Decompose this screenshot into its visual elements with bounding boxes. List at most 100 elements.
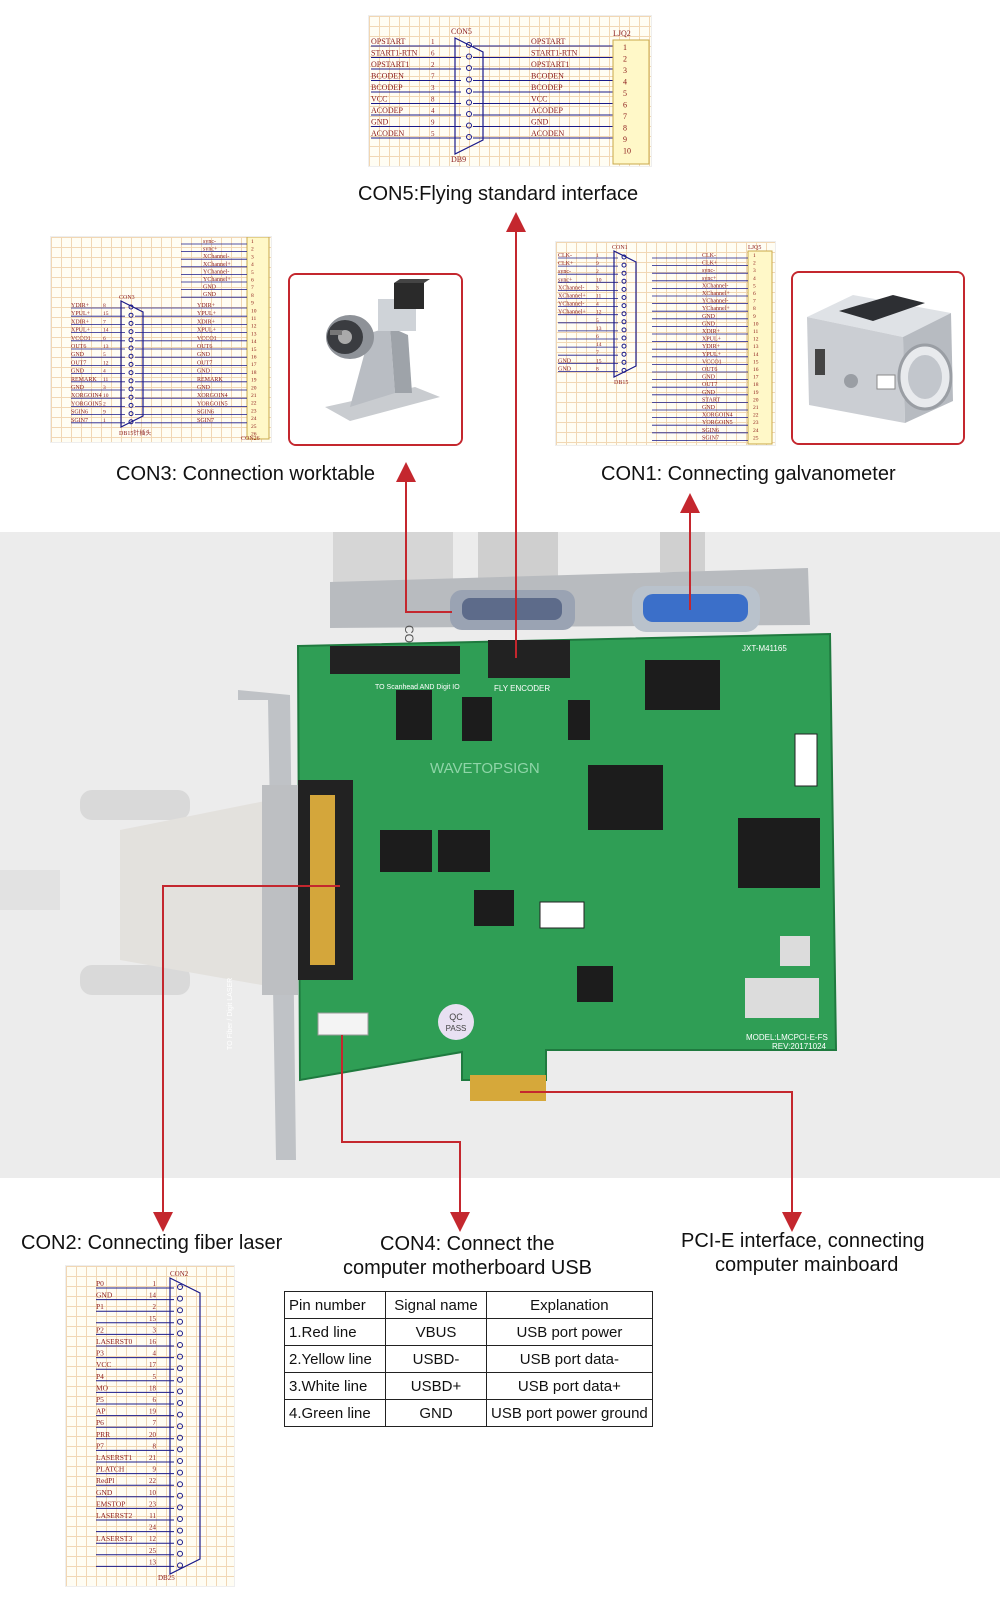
signal-label: VCCO1: [702, 359, 722, 365]
galvanometer-image: [793, 273, 963, 443]
header-pin: 16: [753, 367, 759, 373]
arrow-pcie: [520, 1091, 802, 1232]
pin-circle: [177, 1516, 183, 1522]
signal-label: GND: [203, 285, 217, 291]
explanation-cell: USB port data+: [486, 1372, 653, 1400]
header-pin: 20: [251, 385, 257, 391]
pin-cell: 3.White line: [284, 1372, 386, 1400]
pin-circle: [177, 1423, 183, 1430]
signal-label: YChannel-: [558, 302, 584, 308]
pin-number: 3: [596, 285, 599, 291]
pin-circle: [177, 1365, 183, 1372]
pin-circle: [128, 337, 134, 343]
signal-label: ACODEP: [531, 106, 564, 115]
pin-number: 13: [149, 1558, 157, 1566]
signal-label: SGIN6: [197, 410, 214, 416]
ribbon-cable-right: [660, 532, 705, 572]
pin-number: 8: [596, 366, 599, 372]
header-pin: 24: [753, 428, 759, 434]
signal-label: OUT7: [197, 360, 212, 366]
header-pin: 21: [251, 393, 257, 399]
pin-circle: [621, 319, 627, 325]
signal-label: GND: [71, 385, 85, 391]
explanation-cell: USB port power: [486, 1318, 653, 1346]
pin-circle: [621, 286, 627, 292]
header-pin: 8: [623, 124, 627, 133]
connector-title: CON1: [612, 245, 628, 251]
galvanometer-photo: [791, 271, 965, 445]
pin-number: 18: [149, 1384, 157, 1392]
header-pin: 22: [753, 413, 759, 419]
pin-circle: [466, 122, 472, 129]
signal-label: P5: [96, 1395, 104, 1404]
connector-type: DB15: [614, 380, 628, 386]
pin-circle: [466, 88, 472, 94]
table-row: 1.Red line VBUS USB port power: [284, 1318, 653, 1346]
header-pin: 11: [753, 329, 759, 335]
signal-cell: USBD-: [385, 1345, 487, 1373]
pin-circle: [128, 386, 134, 392]
signal-label: CLK+: [702, 261, 718, 267]
pin-number: 4: [596, 302, 599, 308]
signal-label: SGIN6: [71, 410, 88, 416]
signal-label: VCC: [371, 95, 387, 104]
signal-label: OUT7: [71, 360, 86, 366]
signal-label: START1-RTN: [371, 49, 418, 58]
signal-label: P2: [96, 1325, 104, 1334]
ribbon-header-scanhead: [330, 646, 460, 674]
signal-label: BCODEP: [531, 83, 563, 92]
signal-label: LASERST2: [96, 1511, 133, 1520]
signal-label: EMSTOP: [96, 1499, 125, 1508]
usb-pin-table: Pin number Signal name Explanation 1.Red…: [284, 1291, 653, 1427]
signal-label: CLK-: [558, 253, 572, 259]
pin-circle: [128, 329, 134, 335]
header-pin: 3: [623, 66, 627, 75]
pin-number: 7: [431, 73, 435, 81]
header-pin: 5: [753, 283, 756, 289]
header-pin: 10: [623, 147, 631, 156]
signal-label: YORGOIN5: [702, 420, 733, 426]
pin-number: 4: [431, 107, 435, 115]
con2-caption: CON2: Connecting fiber laser: [21, 1232, 283, 1254]
pin-number: 3: [431, 84, 435, 92]
signal-label: XChannel-: [203, 254, 229, 260]
pin-number: 7: [153, 1419, 157, 1427]
table-row: 3.White line USBD+ USB port data+: [284, 1372, 653, 1400]
header-pin: 12: [753, 337, 759, 343]
signal-label: XChannel-: [702, 283, 728, 289]
table-row: 2.Yellow line USBD- USB port data-: [284, 1345, 653, 1373]
pin-number: 6: [596, 334, 599, 340]
header-pin: 4: [753, 276, 756, 282]
signal-label: YChannel+: [203, 277, 231, 283]
signal-label: XPUL+: [702, 337, 722, 343]
signal-label: OUT6: [197, 344, 212, 350]
header-pin: 6: [753, 291, 756, 297]
signal-label: P1: [96, 1302, 104, 1311]
signal-label: GND: [702, 375, 716, 381]
pin-number: 8: [103, 303, 106, 309]
signal-label: GND: [371, 118, 389, 127]
header-pin: 15: [251, 347, 257, 353]
fly-encoder-silkscreen: FLY ENCODER: [494, 684, 550, 693]
header-pin: 15: [753, 359, 759, 365]
header-pin: 2: [251, 247, 254, 253]
pin-number: 2: [103, 401, 106, 407]
pin-circle: [466, 53, 472, 60]
pin-number: 6: [153, 1396, 157, 1404]
header-pin: 9: [753, 314, 756, 320]
pin-circle: [177, 1562, 183, 1569]
pin-circle: [177, 1504, 183, 1511]
signal-label: GND: [96, 1291, 113, 1300]
signal-label: P3: [96, 1349, 104, 1358]
pin-circle: [177, 1446, 183, 1453]
pin-circle: [177, 1376, 183, 1383]
pin-number: 9: [153, 1466, 157, 1474]
signal-label: GND: [71, 369, 85, 375]
signal-label: OPSTART1: [531, 60, 569, 69]
header-pin: 7: [623, 112, 627, 121]
signal-label: XPUL+: [71, 328, 91, 334]
signal-label: YDIR+: [197, 303, 216, 309]
pin-circle: [621, 367, 627, 373]
qc-pass-sticker: [438, 1004, 474, 1040]
